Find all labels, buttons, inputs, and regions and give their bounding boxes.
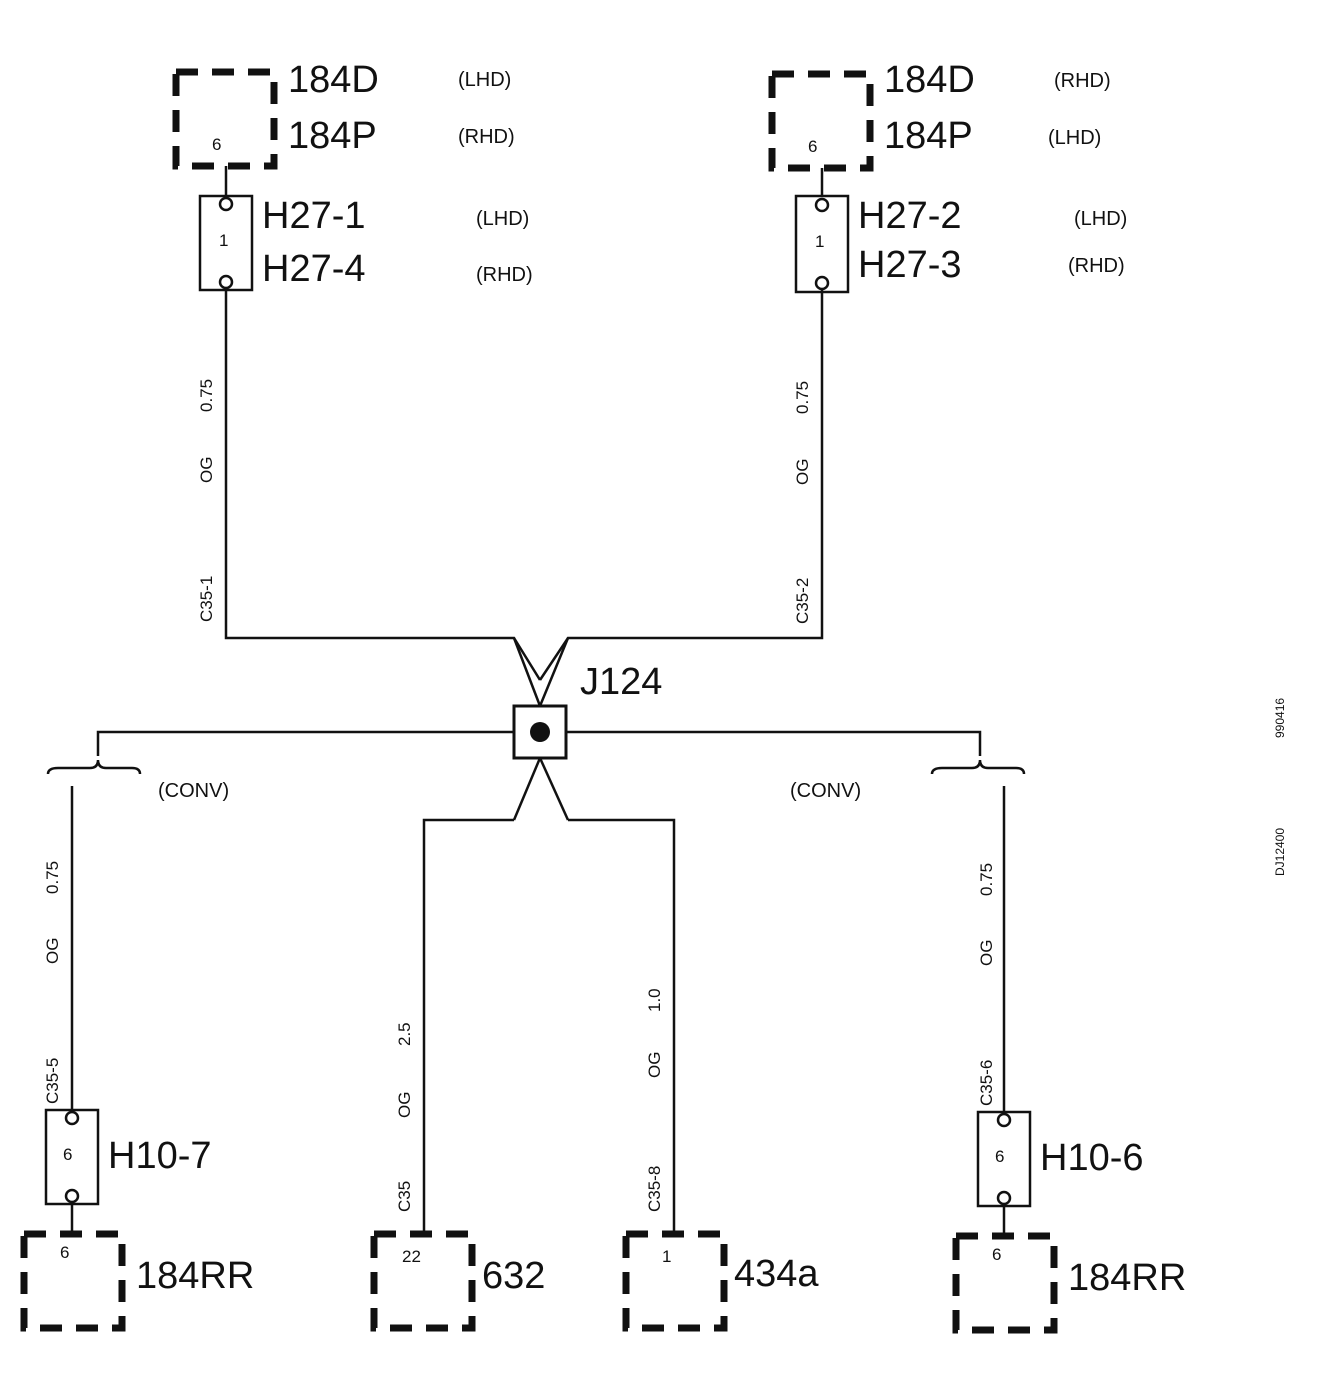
wire-size-label: 0.75 [977, 863, 996, 896]
connector-label: 632 [482, 1255, 545, 1297]
date-code: 990416 [1273, 698, 1287, 738]
splice-pin-label: 1 [219, 231, 228, 250]
connector-note: (RHD) [1054, 70, 1111, 92]
top-right-branch: 6 184D (RHD) 184P (LHD) 1 H27-2 (LHD) H2… [538, 59, 1127, 681]
wire-color-label: OG [645, 1052, 664, 1078]
wire-color-label: OG [793, 459, 812, 485]
connector-184rr-right [952, 1232, 1058, 1334]
circuit-label: C35-5 [43, 1058, 62, 1104]
wire-c35 [422, 818, 514, 1232]
splice-pin-label: 6 [995, 1147, 1004, 1166]
splice-label: H27-1 [262, 195, 366, 237]
junction-box [512, 704, 568, 760]
splice-pin-label: 6 [63, 1145, 72, 1164]
splice-pin-terminal [814, 197, 830, 213]
splice-pin-terminal [996, 1112, 1012, 1128]
wire-size-label: 0.75 [793, 381, 812, 414]
junction-label: J124 [580, 661, 662, 703]
splice-label: H10-7 [108, 1135, 212, 1177]
splice-pin-label: 1 [815, 232, 824, 251]
splice-pin-terminal [996, 1190, 1012, 1206]
wire-cross [512, 637, 542, 707]
wire-c35-2 [538, 290, 824, 681]
connector-label: 184P [884, 115, 973, 157]
conv-brace-right [930, 759, 1026, 775]
connector-pin-label: 1 [662, 1247, 671, 1266]
wire-cross [512, 757, 542, 821]
wire-size-label: 0.75 [197, 379, 216, 412]
connector-label: 184D [288, 59, 379, 101]
conv-label-right: (CONV) [790, 780, 861, 802]
junction-j124: J124 [512, 661, 662, 760]
bottom-mid-left-branch: 2.5 OG C35 22 632 [370, 818, 545, 1332]
splice-h10-7 [44, 1108, 100, 1206]
connector-184d-184p-left [172, 68, 278, 170]
wire-color-label: OG [43, 938, 62, 964]
connector-note: (LHD) [458, 69, 511, 91]
connector-label: 184RR [136, 1255, 254, 1297]
splice-pin-terminal [64, 1110, 80, 1126]
splice-label: H10-6 [1040, 1137, 1144, 1179]
wire-size-label: 1.0 [645, 988, 664, 1012]
splice-h10-6 [976, 1110, 1032, 1208]
top-left-branch: 6 184D (LHD) 184P (RHD) 1 H27-1 (LHD) H2… [172, 59, 542, 681]
connector-pin-label: 6 [808, 137, 817, 156]
circuit-label: C35-6 [977, 1060, 996, 1106]
bottom-left-branch: 0.75 OG C35-5 6 H10-7 6 184RR [20, 786, 254, 1332]
wire-c35-1 [224, 288, 542, 681]
splice-pin-terminal [64, 1188, 80, 1204]
wire-size-label: 0.75 [43, 861, 62, 894]
connector-label: 184P [288, 115, 377, 157]
connector-pin-label: 22 [402, 1247, 421, 1266]
wire-cross [538, 637, 570, 707]
junction-node [530, 722, 550, 742]
wire-color-label: OG [977, 940, 996, 966]
connector-label: 184RR [1068, 1257, 1186, 1299]
circuit-label: C35-2 [793, 578, 812, 624]
splice-note: (LHD) [476, 208, 529, 230]
splice-label: H27-3 [858, 244, 962, 286]
conv-brace-left [46, 759, 142, 775]
connector-pin-label: 6 [992, 1245, 1001, 1264]
splice-note: (LHD) [1074, 208, 1127, 230]
connector-label: 184D [884, 59, 975, 101]
bottom-right-branch: 0.75 OG C35-6 6 H10-6 6 184RR [952, 786, 1186, 1334]
splice-pin-terminal [218, 196, 234, 212]
connector-pin-label: 6 [212, 135, 221, 154]
connector-632 [370, 1230, 476, 1332]
conv-label-left: (CONV) [158, 780, 229, 802]
circuit-label: C35-1 [197, 576, 216, 622]
connector-note: (LHD) [1048, 127, 1101, 149]
wire-cross [538, 757, 570, 821]
bottom-mid-right-branch: 1.0 OG C35-8 1 434a [568, 818, 819, 1332]
connector-label: 434a [734, 1253, 819, 1295]
wire-color-label: OG [197, 457, 216, 483]
wire-size-label: 2.5 [395, 1022, 414, 1046]
splice-label: H27-4 [262, 248, 366, 290]
connector-184d-184p-right [768, 70, 874, 172]
drawing-reference: DJ12400 [1273, 828, 1287, 876]
circuit-label: C35 [395, 1181, 414, 1212]
wire-color-label: OG [395, 1092, 414, 1118]
splice-note: (RHD) [1068, 255, 1125, 277]
connector-pin-label: 6 [60, 1243, 69, 1262]
splice-label: H27-2 [858, 195, 962, 237]
wire-c35-8 [568, 818, 676, 1232]
splice-pin-terminal [814, 275, 830, 291]
connector-184rr-left [20, 1230, 126, 1332]
circuit-label: C35-8 [645, 1166, 664, 1212]
connector-434a [622, 1230, 728, 1332]
connector-note: (RHD) [458, 126, 515, 148]
splice-note: (RHD) [476, 264, 533, 286]
splice-pin-terminal [218, 274, 234, 290]
bus-right [566, 730, 982, 756]
bus-left [96, 730, 514, 756]
